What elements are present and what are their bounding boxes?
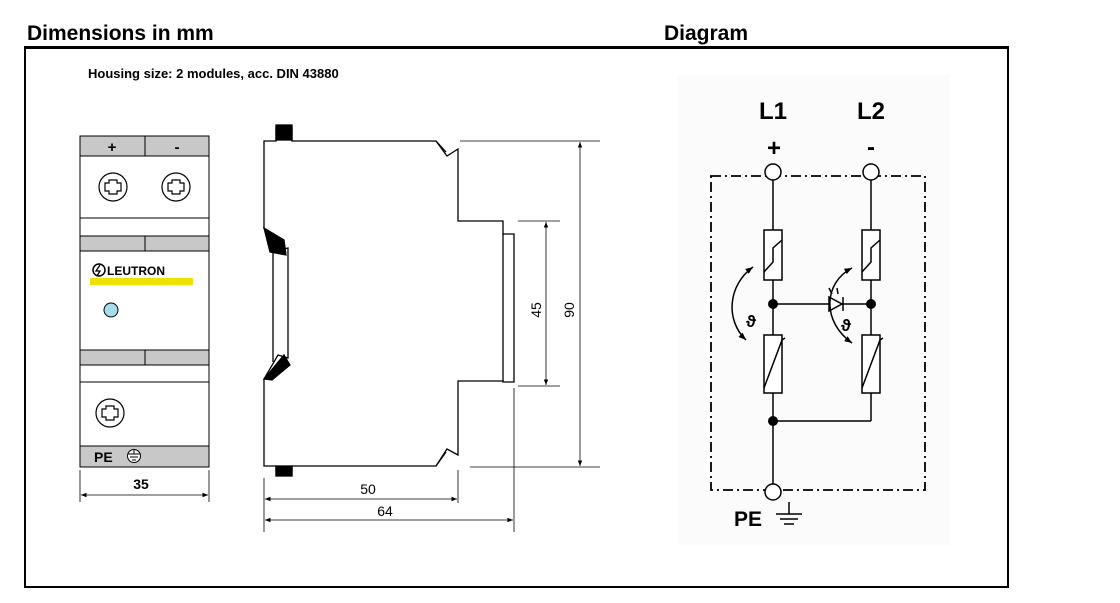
diagram-title: Diagram (664, 22, 749, 45)
side-dimensions (263, 140, 600, 532)
minus-terminal-label: - (175, 139, 180, 156)
screw-terminal-pe-icon (95, 398, 125, 428)
status-led-icon (103, 302, 119, 318)
housing-size-text: Housing size: 2 modules, acc. DIN 43880 (88, 66, 339, 81)
front-view: + - LEUTRON PE (79, 135, 210, 502)
label-plus: + (767, 135, 781, 162)
screw-terminal-minus-icon (161, 172, 191, 202)
earth-symbol-icon (127, 449, 141, 463)
junction-node (866, 299, 876, 309)
side-view (262, 124, 515, 477)
drawing-frame (24, 46, 1009, 588)
label-pe: PE (734, 508, 762, 531)
label-l2: L2 (857, 98, 885, 125)
pe-terminal-label: PE (94, 449, 113, 465)
dim-height-90: 90 (561, 302, 577, 318)
dim-height-45: 45 (528, 302, 544, 318)
junction-node (768, 299, 778, 309)
ground-symbol-icon (776, 502, 802, 525)
dimensions-title: Dimensions in mm (27, 22, 214, 45)
screw-terminal-plus-icon (98, 172, 128, 202)
label-l1: L1 (759, 98, 787, 125)
junction-node (768, 416, 778, 426)
dim-depth-50: 50 (360, 481, 376, 497)
theta-left: ϑ (746, 312, 756, 331)
circuit-schematic: L1 L2 + - (678, 75, 950, 545)
brand-name: LEUTRON (107, 264, 165, 278)
dim-width-35: 35 (133, 476, 149, 492)
label-minus: - (867, 134, 875, 161)
theta-right: ϑ (841, 316, 851, 335)
dim-depth-64: 64 (377, 503, 393, 519)
leutron-logo: LEUTRON (90, 263, 193, 285)
plus-terminal-label: + (108, 139, 117, 156)
